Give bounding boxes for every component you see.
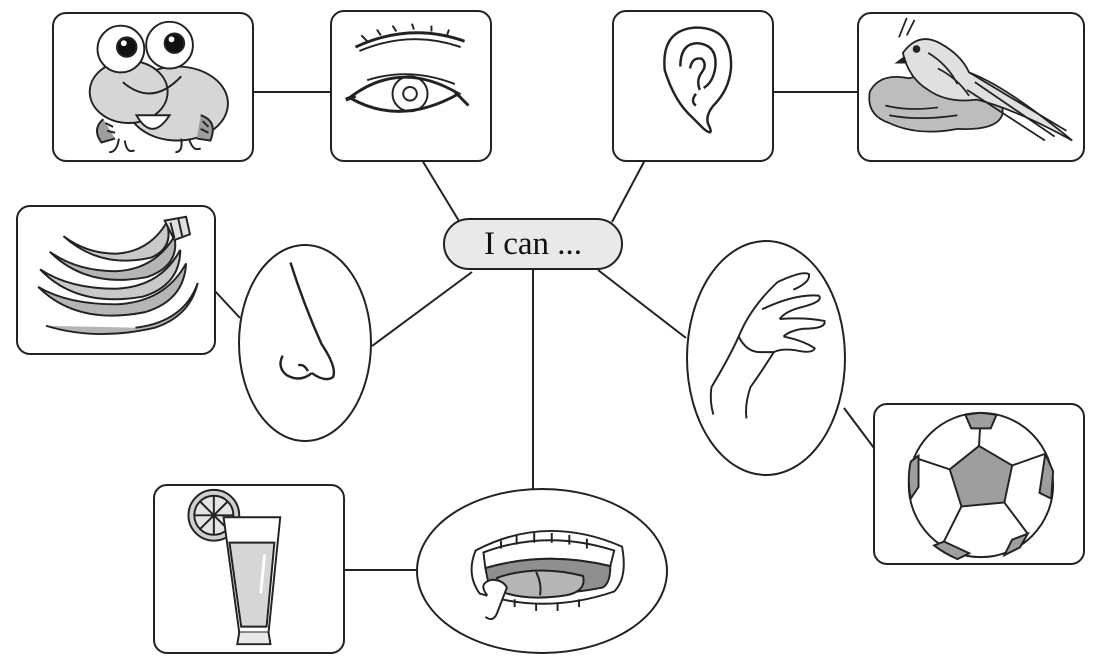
center-label: I can ... — [443, 218, 623, 270]
banana-card — [16, 205, 216, 355]
lemonade-card — [153, 484, 345, 654]
line-hand-ball — [843, 407, 875, 449]
bird-icon — [868, 17, 1073, 142]
nose-card — [238, 244, 372, 442]
line-banana-nose — [213, 289, 241, 319]
mouth-icon — [470, 529, 625, 621]
hand-icon — [709, 272, 826, 419]
ball-icon — [907, 411, 1055, 561]
eye-card — [330, 10, 492, 162]
frog-card — [52, 12, 254, 162]
frog-icon — [88, 20, 229, 154]
lemonade-icon — [187, 488, 282, 646]
banana-icon — [37, 215, 199, 336]
line-center-nose — [371, 271, 473, 347]
bird-card — [857, 12, 1085, 162]
eye-icon — [345, 23, 470, 113]
ball-card — [873, 403, 1085, 565]
line-center-hand — [597, 269, 687, 339]
line-center-ear — [611, 159, 646, 223]
mouth-card — [416, 488, 668, 654]
hand-card — [686, 240, 846, 476]
ear-card — [612, 10, 774, 162]
ear-icon — [663, 26, 733, 134]
line-center-eye — [421, 159, 463, 227]
nose-icon — [279, 262, 336, 381]
